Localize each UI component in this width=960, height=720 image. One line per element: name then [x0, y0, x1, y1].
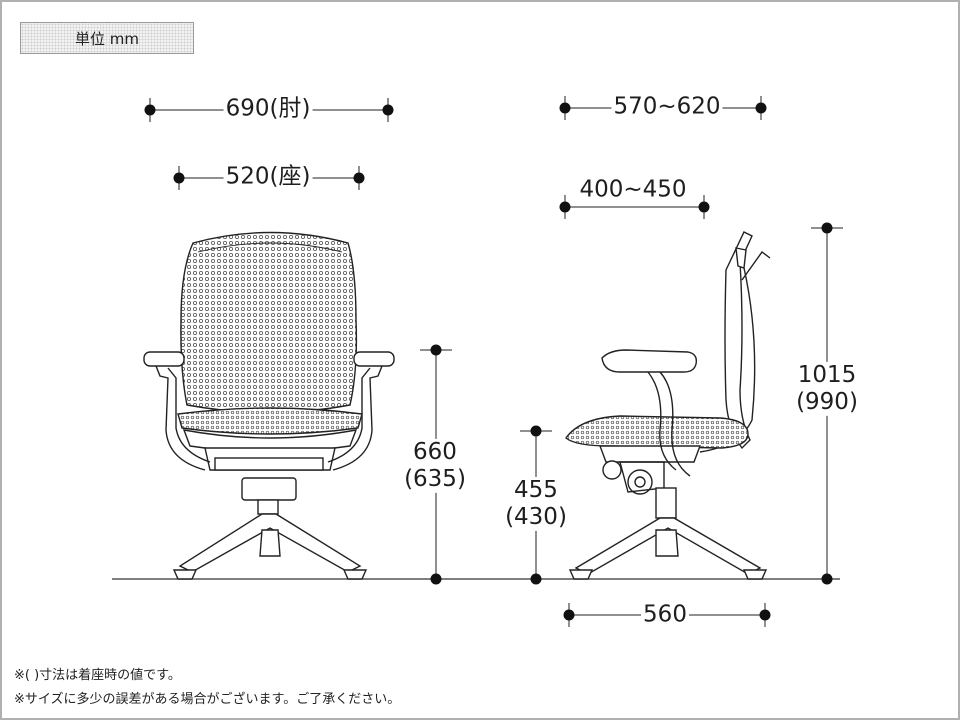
seat-height-seated-value: (430)	[505, 504, 567, 530]
front-view-chair	[143, 231, 395, 580]
label-overall-height: 1015 (990)	[794, 361, 860, 417]
label-front-width-seat: 520(座)	[223, 163, 313, 190]
label-arm-height: 660 (635)	[402, 438, 468, 494]
note-seated-values: ※( )寸法は着座時の値です。	[14, 668, 181, 683]
front-right-armrest	[353, 351, 395, 367]
overall-height-value: 1015	[797, 361, 857, 388]
label-front-width-arm: 690(肘)	[223, 95, 313, 122]
side-star-base	[574, 517, 762, 575]
front-column-block	[241, 477, 297, 501]
label-side-depth-overall: 570~620	[611, 93, 723, 120]
arm-height-seated-value: (635)	[404, 466, 466, 492]
dim-line-side-depth-seat	[559, 195, 710, 219]
label-seat-height: 455 (430)	[503, 476, 569, 532]
side-backrest	[724, 231, 753, 450]
label-base-depth: 560	[641, 601, 689, 628]
unit-label: 単位 mm	[20, 22, 194, 54]
note-size-tolerance: ※サイズに多少の誤差がある場合がございます。ご了承ください。	[14, 692, 401, 707]
side-view-chair	[565, 231, 771, 580]
side-armrest	[601, 349, 698, 373]
front-seat	[177, 407, 363, 435]
side-seat	[565, 415, 749, 449]
seat-height-value: 455	[514, 476, 558, 503]
arm-height-value: 660	[413, 438, 457, 465]
side-tilt-knob	[602, 460, 622, 480]
front-backrest	[180, 231, 358, 414]
label-side-depth-seat: 400~450	[579, 176, 687, 203]
front-star-base	[178, 513, 362, 573]
front-left-armrest	[143, 351, 185, 367]
overall-height-seated-value: (990)	[796, 389, 858, 415]
